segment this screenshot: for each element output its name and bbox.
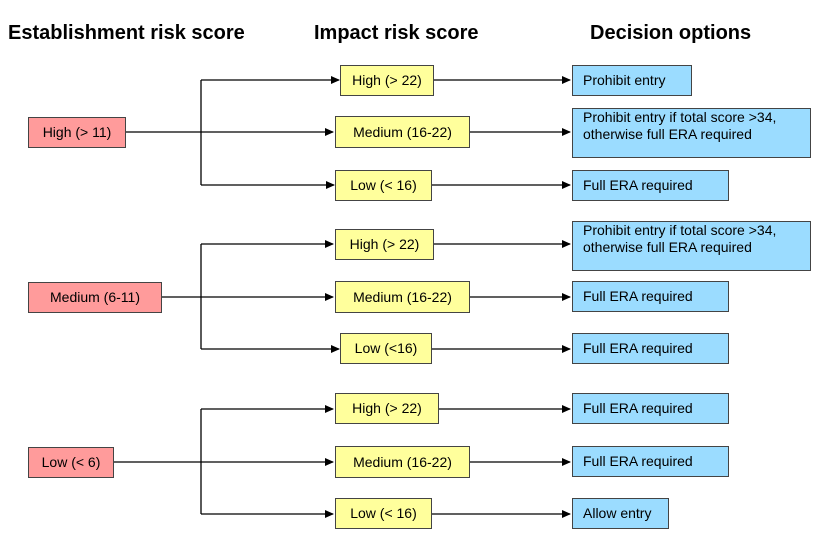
decision-box: Full ERA required	[572, 333, 729, 364]
decision-box: Full ERA required	[572, 281, 729, 312]
impact-box-high: High (> 22)	[335, 229, 434, 260]
impact-box-high: High (> 22)	[335, 393, 439, 424]
decision-box: Allow entry	[572, 498, 669, 529]
decision-line: Prohibit entry if total score >34,	[583, 109, 777, 125]
decision-line: otherwise full ERA required	[583, 239, 752, 255]
impact-box-medium: Medium (16-22)	[335, 281, 470, 313]
decision-box: Prohibit entry if total score >34, other…	[572, 221, 811, 271]
establishment-box-high: High (> 11)	[28, 117, 126, 148]
impact-box-medium: Medium (16-22)	[335, 446, 470, 478]
establishment-header: Establishment risk score	[8, 22, 245, 44]
decision-box: Prohibit entry if total score >34, other…	[572, 108, 811, 158]
impact-box-low: Low (< 16)	[335, 498, 432, 529]
impact-header: Impact risk score	[314, 22, 479, 44]
impact-box-low: Low (<16)	[340, 333, 432, 364]
impact-box-low: Low (< 16)	[335, 170, 432, 201]
decision-line: otherwise full ERA required	[583, 126, 752, 142]
decision-line: Prohibit entry if total score >34,	[583, 222, 777, 238]
decision-box: Full ERA required	[572, 170, 729, 201]
decision-box: Full ERA required	[572, 393, 729, 424]
establishment-box-medium: Medium (6-11)	[28, 282, 162, 313]
decision-box: Full ERA required	[572, 446, 729, 477]
impact-box-high: High (> 22)	[340, 65, 434, 96]
establishment-box-low: Low (< 6)	[28, 447, 114, 478]
impact-box-medium: Medium (16-22)	[335, 116, 470, 148]
decision-box: Prohibit entry	[572, 65, 692, 96]
decision-header: Decision options	[590, 22, 752, 44]
